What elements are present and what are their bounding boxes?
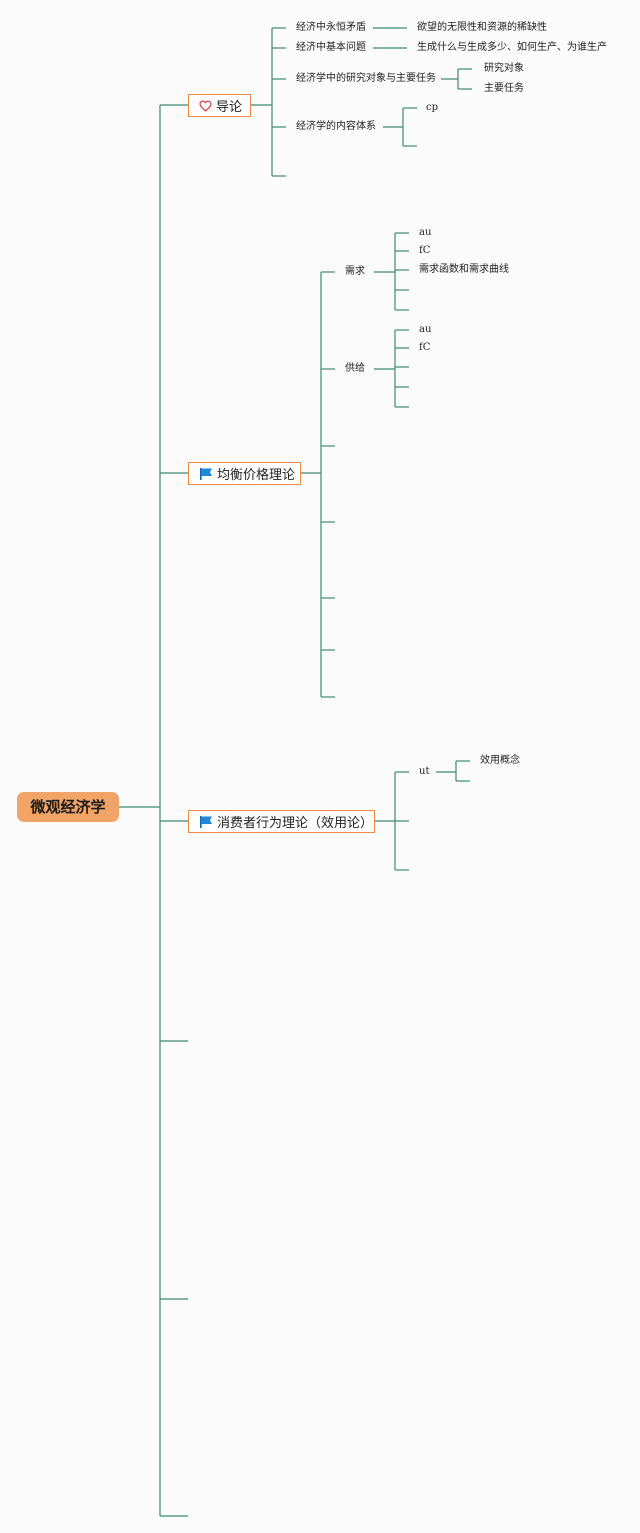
utility-concept[interactable]: 效用概念 (480, 755, 520, 766)
intro-item-basic-problems-detail[interactable]: 生成什么与生成多少、如何生产、为谁生产 (417, 42, 607, 53)
intro-item-contradiction[interactable]: 经济中永恒矛盾 (296, 22, 366, 33)
consumer-ut[interactable]: ut (419, 766, 430, 777)
heart-icon (199, 99, 212, 112)
intro-item-contradiction-detail[interactable]: 欲望的无限性和资源的稀缺性 (417, 22, 547, 33)
topic-intro[interactable]: 导论 (188, 94, 251, 117)
intro-item-research[interactable]: 经济学中的研究对象与主要任务 (296, 73, 436, 84)
intro-research-task[interactable]: 主要任务 (484, 83, 524, 94)
supply-node[interactable]: 供给 (345, 363, 365, 374)
blue-flag-icon (200, 815, 212, 828)
root-node[interactable]: 微观经济学 (17, 792, 119, 822)
intro-research-object[interactable]: 研究对象 (484, 63, 524, 74)
supply-fc[interactable]: fC (419, 342, 431, 353)
demand-node[interactable]: 需求 (345, 266, 365, 277)
topic-equilibrium[interactable]: 均衡价格理论 (188, 462, 301, 485)
topic-consumer-label: 消费者行为理论（效用论） (217, 816, 374, 831)
supply-au[interactable]: au (419, 324, 432, 335)
demand-fc[interactable]: fC (419, 245, 431, 256)
topic-intro-label: 导论 (216, 100, 243, 115)
demand-function-curve[interactable]: 需求函数和需求曲线 (419, 264, 509, 275)
topic-consumer[interactable]: 消费者行为理论（效用论） (188, 810, 375, 833)
demand-au[interactable]: au (419, 227, 432, 238)
intro-item-content-system[interactable]: 经济学的内容体系 (296, 121, 376, 132)
topic-equilibrium-label: 均衡价格理论 (217, 468, 296, 483)
blue-flag-icon (200, 467, 212, 480)
intro-item-basic-problems[interactable]: 经济中基本问题 (296, 42, 366, 53)
intro-content-cp[interactable]: cp (426, 102, 439, 113)
